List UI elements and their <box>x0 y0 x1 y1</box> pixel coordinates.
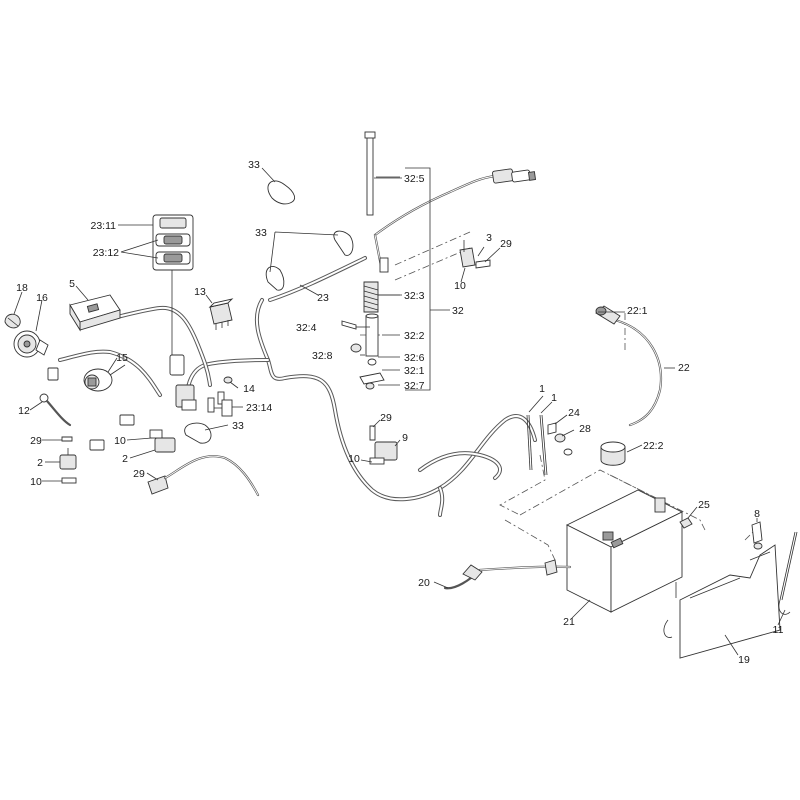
callout-25[interactable]: 25 <box>698 499 710 511</box>
callout-10-mid[interactable]: 10 <box>114 435 126 447</box>
group-32-bracket <box>356 167 450 391</box>
fuse-holder-23-11[interactable] <box>152 214 194 355</box>
rod-part <box>366 136 374 216</box>
callout-9[interactable]: 9 <box>402 432 408 444</box>
hold-down-rod-11[interactable] <box>778 531 798 615</box>
callout-23[interactable]: 23 <box>317 292 329 304</box>
callout-20[interactable]: 20 <box>418 577 430 589</box>
callout-33-top[interactable]: 33 <box>248 159 260 171</box>
relay-13[interactable] <box>208 298 234 330</box>
callout-5[interactable]: 5 <box>69 278 75 290</box>
callout-32-8[interactable]: 32:8 <box>312 350 333 362</box>
alarm-16[interactable] <box>13 330 49 358</box>
switch-2-left[interactable] <box>59 448 77 484</box>
terminal-boot-22-2[interactable] <box>600 441 626 466</box>
bolt-part <box>341 320 357 330</box>
sensor-12[interactable] <box>39 393 72 427</box>
callout-23-14[interactable]: 23:14 <box>246 402 272 414</box>
callout-8[interactable]: 8 <box>754 508 760 520</box>
battery-plate-19[interactable] <box>663 544 781 659</box>
callout-33-low[interactable]: 33 <box>232 420 244 432</box>
callout-10-right[interactable]: 10 <box>454 280 466 292</box>
callout-32-1[interactable]: 32:1 <box>404 365 425 377</box>
rod-cap-part <box>364 131 376 139</box>
nut-part <box>350 343 362 353</box>
callout-29-mid[interactable]: 29 <box>133 468 145 480</box>
callout-32-2[interactable]: 32:2 <box>404 330 425 342</box>
harness-connector-top[interactable] <box>379 168 537 273</box>
ignition-switch-15[interactable] <box>83 364 126 392</box>
leader-lines <box>13 167 786 656</box>
callout-10-center[interactable]: 10 <box>348 453 360 465</box>
strap-1-a[interactable] <box>526 414 533 471</box>
callout-15[interactable]: 15 <box>116 352 128 364</box>
bolt-24[interactable] <box>547 422 557 435</box>
plate-part <box>359 372 385 385</box>
plunger-body-part <box>365 315 379 357</box>
switch-2-mid[interactable] <box>149 429 176 453</box>
callout-13[interactable]: 13 <box>194 286 206 298</box>
callout-18[interactable]: 18 <box>16 282 28 294</box>
battery-21[interactable] <box>565 489 684 613</box>
battery-cable-20[interactable] <box>443 559 572 590</box>
callout-29-left[interactable]: 29 <box>30 435 42 447</box>
callout-labels: 33 23:11 23:12 13 5 16 18 15 12 14 23:14… <box>16 159 783 666</box>
cable-tie-33-b[interactable] <box>265 230 354 291</box>
callout-22[interactable]: 22 <box>678 362 690 374</box>
callout-16[interactable]: 16 <box>36 292 48 304</box>
nut-25[interactable] <box>679 517 693 529</box>
callout-32-4[interactable]: 32:4 <box>296 322 317 334</box>
assembly-guide-lines <box>360 231 761 561</box>
callout-21[interactable]: 21 <box>563 616 575 628</box>
callout-2-left[interactable]: 2 <box>37 457 43 469</box>
screw-29-mid[interactable] <box>147 455 260 497</box>
callout-32[interactable]: 32 <box>452 305 464 317</box>
main-wire-harness[interactable] <box>58 256 537 517</box>
plug-23-14[interactable] <box>214 399 233 417</box>
callout-32-7[interactable]: 32:7 <box>404 380 425 392</box>
callout-23-12[interactable]: 23:12 <box>93 247 119 259</box>
callout-28[interactable]: 28 <box>579 423 591 435</box>
callout-32-5[interactable]: 32:5 <box>404 173 425 185</box>
callout-10-left[interactable]: 10 <box>30 476 42 488</box>
callout-1-b[interactable]: 1 <box>551 392 557 404</box>
callout-32-3[interactable]: 32:3 <box>404 290 425 302</box>
callout-1-a[interactable]: 1 <box>539 383 545 395</box>
callout-33-upper[interactable]: 33 <box>255 227 267 239</box>
callout-14[interactable]: 14 <box>243 383 255 395</box>
plunger-assembly[interactable] <box>341 131 385 390</box>
callout-22-1[interactable]: 22:1 <box>627 305 648 317</box>
cable-tie-33-c[interactable] <box>184 422 212 444</box>
switch-3[interactable] <box>459 240 491 269</box>
module-5[interactable] <box>69 294 121 332</box>
callout-11[interactable]: 11 <box>773 624 784 636</box>
screw-29-left[interactable] <box>61 436 73 442</box>
screw-29-center[interactable] <box>369 425 376 441</box>
callout-19[interactable]: 19 <box>738 654 750 666</box>
callout-22-2[interactable]: 22:2 <box>643 440 664 452</box>
callout-3[interactable]: 3 <box>486 232 492 244</box>
callout-24[interactable]: 24 <box>568 407 580 419</box>
washer-part <box>367 358 377 366</box>
upper-harness-branch[interactable] <box>373 174 497 272</box>
battery-cable-22[interactable] <box>595 305 662 427</box>
callout-23-11[interactable]: 23:11 <box>91 220 117 232</box>
clip-14[interactable] <box>223 376 233 384</box>
callout-2-mid[interactable]: 2 <box>122 453 128 465</box>
harness-connectors-left[interactable] <box>47 354 225 451</box>
callout-32-6[interactable]: 32:6 <box>404 352 425 364</box>
callout-12[interactable]: 12 <box>18 405 30 417</box>
cable-tie-33-a[interactable] <box>267 180 296 205</box>
terminal-ring[interactable] <box>563 448 573 456</box>
bolt-8[interactable] <box>751 521 763 550</box>
callout-29-right[interactable]: 29 <box>500 238 512 250</box>
callout-29-center[interactable]: 29 <box>380 412 392 424</box>
switch-9[interactable] <box>369 441 398 465</box>
cap-18[interactable] <box>4 313 21 329</box>
strap-1-b[interactable] <box>539 414 548 476</box>
spring-part <box>363 281 379 313</box>
